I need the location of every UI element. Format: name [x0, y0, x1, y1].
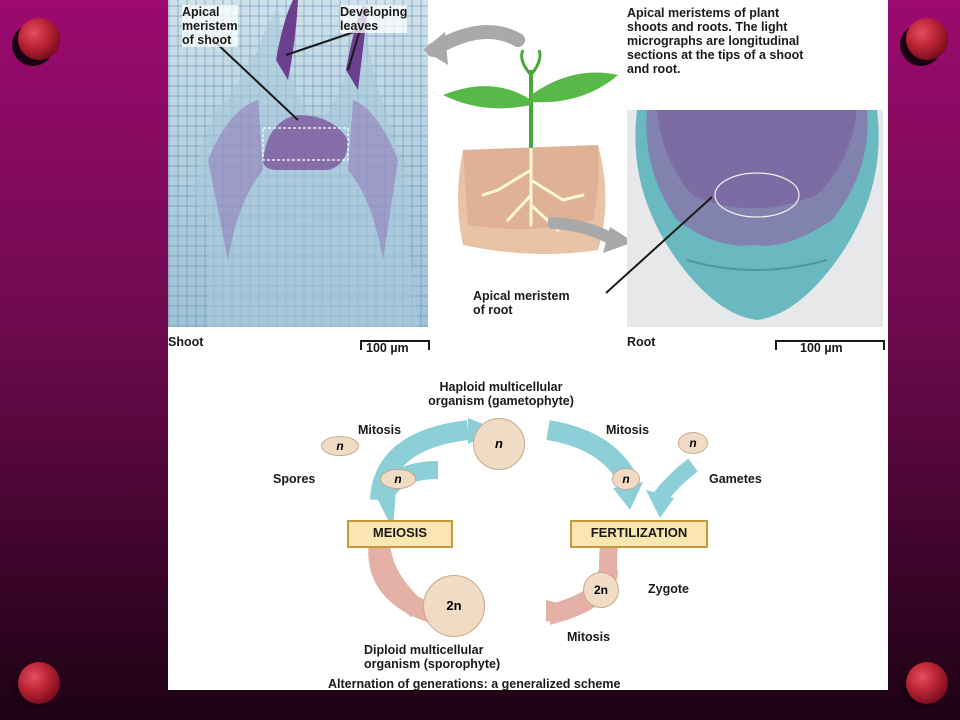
intro-caption: Apical meristems of plant shoots and roo…	[627, 6, 804, 76]
shoot-scale-label: 100 µm	[366, 341, 409, 355]
diploid-organism-label: Diploid multicellular organism (sporophy…	[364, 643, 501, 671]
spore-cell-left: n	[321, 436, 359, 456]
fertilization-box: FERTILIZATION	[570, 520, 708, 548]
shoot-micrograph-drawing	[194, 0, 418, 327]
root-micrograph-drawing	[635, 110, 879, 320]
shoot-caption: Shoot	[168, 335, 204, 349]
gametes-label: Gametes	[709, 472, 762, 486]
corner-ball-top-left	[18, 18, 60, 60]
mitosis-left-label: Mitosis	[358, 423, 402, 437]
figure-footer-caption: Alternation of generations: a generalize…	[328, 677, 621, 690]
corner-ball-bottom-left	[18, 662, 60, 704]
meiosis-box: MEIOSIS	[347, 520, 453, 548]
root-arrow-graphic	[548, 217, 634, 253]
zygote-cell: 2n	[583, 572, 619, 608]
root-caption: Root	[627, 335, 656, 349]
mitosis-right-label: Mitosis	[606, 423, 650, 437]
gamete-cell-left: n	[612, 468, 640, 490]
shoot-micrograph	[168, 0, 428, 327]
zygote-label: Zygote	[648, 582, 689, 596]
spore-cell-right: n	[380, 469, 416, 489]
slide-figure: Apical meristem of shoot Developing leav…	[168, 0, 888, 690]
shoot-scale-bar	[360, 340, 430, 350]
developing-leaves-label: Developing leaves	[340, 5, 408, 33]
apical-meristem-root-label: Apical meristem of root	[473, 289, 570, 317]
apical-meristem-shoot-label: Apical meristem of shoot	[182, 5, 238, 47]
mitosis-bottom-label: Mitosis	[567, 630, 611, 644]
gamete-cell-right: n	[678, 432, 708, 454]
root-pointer-line	[605, 196, 713, 294]
haploid-organism-label: Haploid multicellular organism (gametoph…	[428, 380, 574, 408]
root-scale-label: 100 µm	[800, 341, 843, 355]
haploid-organism-cell: n	[473, 418, 525, 470]
root-micrograph	[627, 110, 883, 327]
corner-ball-bottom-right	[906, 662, 948, 704]
life-cycle-diagram	[368, 418, 698, 625]
spores-label: Spores	[273, 472, 316, 486]
diploid-organism-cell: 2n	[423, 575, 485, 637]
root-scale-bar	[775, 340, 885, 350]
corner-ball-top-right	[906, 18, 948, 60]
